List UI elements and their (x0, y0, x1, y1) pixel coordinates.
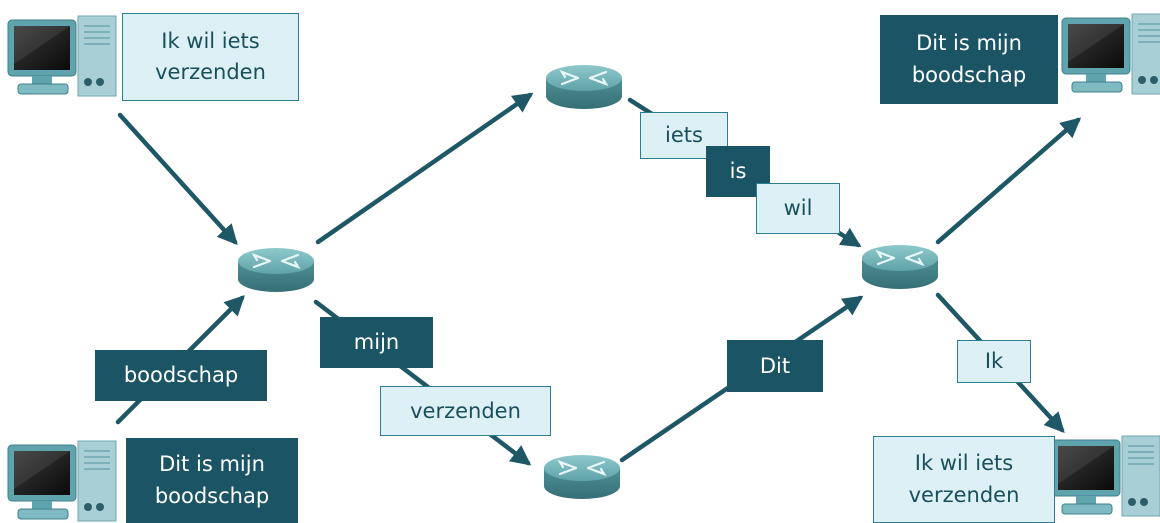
packet-iets: iets (640, 112, 728, 159)
router-left-icon (236, 246, 316, 294)
router-right-icon (860, 243, 940, 291)
message-line: Ik wil iets (914, 451, 1014, 475)
message-line: Dit is mijn (159, 452, 265, 476)
router-bottom-icon (542, 453, 622, 501)
message-bottom-left: Dit is mijn boodschap (126, 438, 298, 523)
arrow-topleft-to-router (117, 112, 238, 246)
packet-mijn: mijn (320, 317, 433, 368)
computer-bottom-left-icon (7, 440, 117, 522)
computer-top-right-icon (1061, 13, 1160, 95)
arrow-right-to-topright (935, 117, 1082, 245)
computer-top-left-icon (7, 15, 117, 97)
message-line: Ik wil iets (161, 28, 260, 53)
router-top-icon (544, 63, 624, 111)
packet-dit: Dit (727, 340, 823, 392)
message-line: boodschap (154, 483, 270, 508)
arrow-router-left-to-top (315, 92, 534, 245)
message-line: Dit is mijn (916, 31, 1022, 55)
packet-wil: wil (756, 183, 840, 234)
packet-verzenden: verzenden (380, 386, 551, 436)
message-line: verzenden (155, 60, 266, 84)
message-line: boodschap (911, 62, 1027, 87)
message-line: verzenden (908, 482, 1020, 507)
message-top-right: Dit is mijn boodschap (880, 15, 1058, 104)
message-bottom-right: Ik wil iets verzenden (873, 436, 1055, 523)
message-top-left: Ik wil iets verzenden (122, 13, 299, 101)
packet-ik: Ik (957, 340, 1031, 383)
computer-bottom-right-icon (1051, 435, 1160, 517)
packet-boodschap: boodschap (95, 350, 267, 401)
